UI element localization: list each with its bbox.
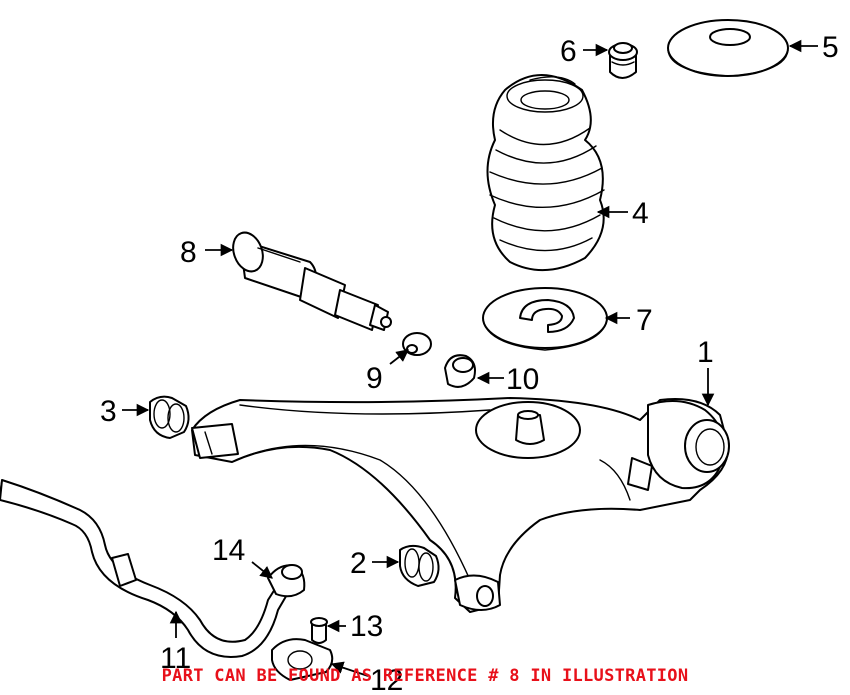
spring-seat-part	[482, 287, 608, 351]
leader-lines	[122, 39, 818, 677]
washer-part	[402, 332, 432, 356]
callout-12: 12	[370, 664, 403, 695]
coil-spring-part	[486, 74, 605, 271]
callout-7: 7	[636, 304, 653, 337]
rear-bushing-part	[399, 544, 440, 587]
front-bushing-part	[149, 395, 190, 439]
reference-note: PART CAN BE FOUND AS REFERENCE # 8 IN IL…	[161, 666, 689, 686]
spring-pad-part	[667, 19, 789, 77]
stabilizer-bar-part	[0, 479, 293, 658]
bump-stop-part	[608, 42, 638, 79]
bolt-part	[310, 617, 328, 644]
callout-9: 9	[366, 362, 383, 395]
shock-absorber-part	[232, 231, 392, 331]
callout-14: 14	[212, 534, 245, 567]
callout-2: 2	[350, 547, 367, 580]
callout-11: 11	[160, 642, 191, 675]
callout-1: 1	[697, 336, 714, 369]
callout-10: 10	[506, 363, 539, 396]
callout-3: 3	[100, 395, 117, 428]
stabilizer-link-part	[267, 564, 306, 598]
control-arm-part	[191, 397, 730, 613]
callout-4: 4	[632, 197, 649, 230]
callout-8: 8	[180, 236, 197, 269]
callout-6: 6	[560, 35, 577, 68]
callout-13: 13	[350, 610, 383, 643]
bushing-part	[444, 354, 476, 388]
callout-5: 5	[822, 31, 839, 64]
